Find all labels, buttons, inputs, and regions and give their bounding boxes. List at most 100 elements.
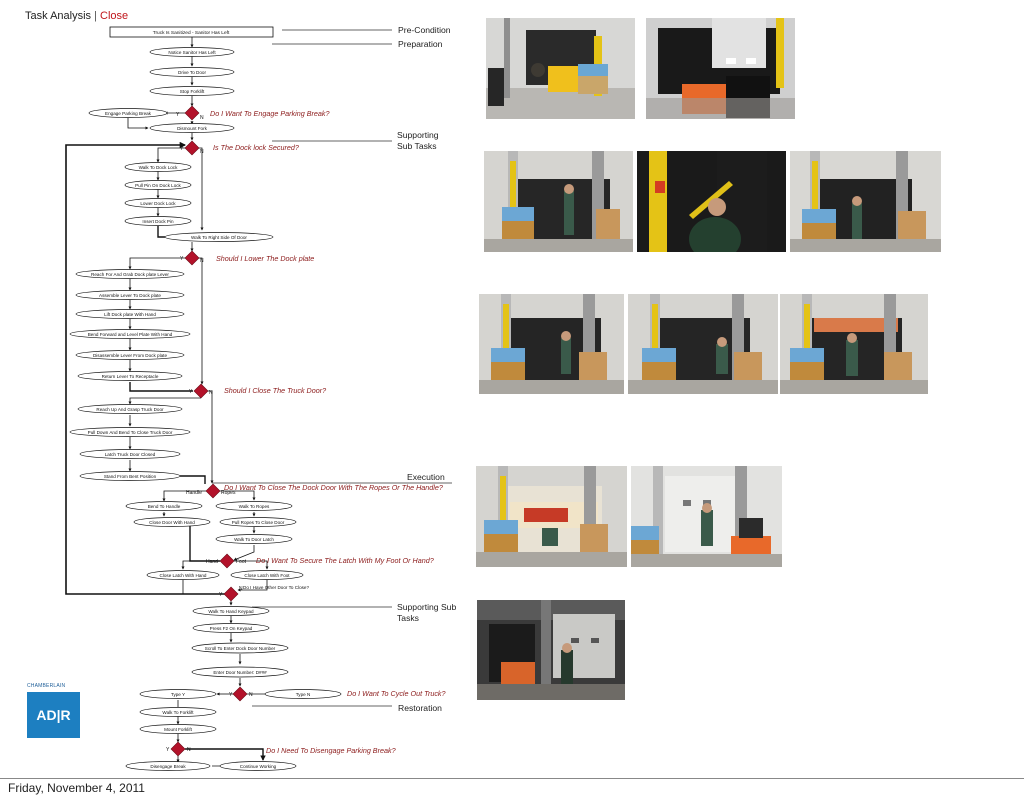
step-walk-to-ropes: [215, 501, 293, 511]
step-press-f2: [192, 623, 270, 633]
decision-cycle-out: [232, 686, 248, 702]
question-disengage-break: Do I Need To Disengage Parking Break?: [266, 746, 396, 755]
photo-worker-bending-jewel-truck: [476, 466, 627, 567]
svg-text:N: N: [187, 747, 191, 753]
title-separator: |: [94, 10, 97, 22]
step-stand-from-bent: [79, 471, 181, 481]
svg-text:Reach Up And Grasp Truck Door: Reach Up And Grasp Truck Door: [96, 407, 164, 412]
step-continue-working: [219, 761, 297, 771]
step-close-door-hand: [133, 517, 211, 527]
step-lift-plate: [75, 309, 185, 319]
photo-worker-at-dock-lock: [484, 151, 633, 252]
svg-text:Latch Truck Door Closed: Latch Truck Door Closed: [105, 452, 156, 457]
svg-text:N: N: [239, 586, 243, 592]
svg-text:Y: Y: [166, 747, 170, 753]
svg-text:Walk To Ropes: Walk To Ropes: [239, 504, 270, 509]
svg-text:Walk To Hand Keypad: Walk To Hand Keypad: [208, 609, 254, 614]
phase-supporting-2b: Tasks: [397, 613, 419, 623]
photo-worker-dock-plate-1: [479, 294, 624, 394]
decision-ropes-or-handle: [205, 483, 221, 499]
step-reach-truck-door: [77, 404, 183, 414]
svg-text:Type Y: Type Y: [171, 692, 185, 697]
question-foot-or-hand: Do I Want To Secure The Latch With My Fo…: [256, 556, 434, 565]
page-title: Task Analysis: [25, 10, 92, 22]
svg-text:Y: Y: [180, 146, 184, 152]
page-subtitle: Close: [100, 10, 129, 22]
svg-text:Y: Y: [176, 112, 180, 118]
phase-supporting-2a: Supporting Sub: [397, 602, 456, 612]
phase-supporting-1a: Supporting: [397, 130, 439, 140]
step-drive-to-door: [149, 67, 235, 77]
svg-text:Pull Down And Bend To Close Tr: Pull Down And Bend To Close Truck Door: [88, 430, 173, 435]
question-close-truck-door: Should I Close The Truck Door?: [224, 386, 326, 395]
step-walk-keypad: [192, 606, 270, 616]
decision-engage-parking: [184, 105, 200, 121]
photo-worker-walking: [790, 151, 941, 252]
step-assemble-lever: [75, 290, 185, 300]
svg-text:Y: Y: [229, 692, 233, 698]
svg-text:Notice Sanitor Has Left: Notice Sanitor Has Left: [168, 50, 216, 55]
step-type-y: [139, 689, 217, 699]
logo-brand: CHAMBERLAIN: [27, 683, 66, 689]
svg-text:Disassemble Lever From Dock pl: Disassemble Lever From Dock plate: [93, 353, 167, 358]
phase-preparation: Preparation: [398, 39, 443, 49]
step-pull-ropes: [219, 517, 297, 527]
step-walk-forklift: [139, 707, 217, 717]
logo-mark: AD|R: [27, 692, 80, 738]
svg-text:N: N: [200, 115, 204, 121]
svg-text:Close Latch With Hand: Close Latch With Hand: [160, 573, 207, 578]
phase-restoration: Restoration: [398, 703, 442, 713]
step-pull-pin: [124, 180, 192, 190]
svg-text:N: N: [249, 692, 253, 698]
photo-worker-dock-plate-2: [628, 294, 778, 394]
svg-text:N: N: [209, 390, 213, 396]
svg-text:Ropes: Ropes: [221, 490, 236, 496]
svg-text:Bend To Handle: Bend To Handle: [148, 504, 181, 509]
svg-text:Disengage Break: Disengage Break: [150, 764, 186, 769]
svg-text:Handle: Handle: [186, 490, 202, 496]
photo-worker-door-closed: [631, 466, 782, 567]
step-walk-dock-lock: [124, 162, 192, 172]
step-stop-forklift: [149, 86, 235, 96]
svg-text:Continue Working: Continue Working: [240, 764, 277, 769]
task-flowchart: Pre-Condition Preparation Supporting Sub…: [65, 25, 456, 771]
svg-text:Lift Dock plate With Hand: Lift Dock plate With Hand: [104, 312, 156, 317]
svg-text:Walk To Forklift: Walk To Forklift: [162, 710, 194, 715]
step-close-latch-foot: [230, 570, 304, 580]
svg-text:Bend Forward and Level Plate W: Bend Forward and Level Plate With Hand: [88, 332, 173, 337]
svg-text:Mount Forklift: Mount Forklift: [164, 727, 193, 732]
step-scroll-door-number: [191, 642, 289, 654]
svg-text:Insert Dock Pin: Insert Dock Pin: [142, 219, 174, 224]
photo-forklift-dark-dock: [646, 18, 795, 119]
decision-close-truck-door: [193, 383, 209, 399]
step-enter-door-number: [191, 666, 289, 678]
svg-text:Scroll To Enter Dock Door Numb: Scroll To Enter Dock Door Number: [205, 646, 276, 651]
step-walk-door-latch: [215, 534, 293, 544]
photo-worker-keypad-forklift: [477, 600, 625, 700]
step-walk-right-side: [164, 232, 274, 242]
svg-text:Type N: Type N: [296, 692, 311, 697]
step-mount-forklift: [139, 724, 217, 734]
question-lower-plate: Should I Lower The Dock plate: [216, 254, 314, 263]
svg-text:N: N: [200, 149, 204, 155]
start-condition: Truck Is Sanitized - Sanitor Has Left: [109, 26, 274, 38]
step-close-latch-hand: [146, 570, 220, 580]
question-engage-parking: Do I Want To Engage Parking Break?: [210, 109, 329, 118]
photo-worker-closeup-dark: [637, 151, 786, 252]
svg-text:Hand: Hand: [206, 559, 218, 565]
question-cycle-out: Do I Want To Cycle Out Truck?: [347, 689, 446, 698]
step-lower-dock-lock: [124, 198, 192, 208]
step-type-n: [264, 689, 342, 699]
svg-text:Reach For And Grab Dock plate: Reach For And Grab Dock plate Lever: [91, 272, 169, 277]
step-pull-down-door: [69, 427, 191, 437]
decision-dock-lock: [184, 140, 200, 156]
decision-other-door: [223, 586, 239, 602]
svg-text:Pull Pin On Dock Lock: Pull Pin On Dock Lock: [135, 183, 181, 188]
phase-supporting-1b: Sub Tasks: [397, 141, 437, 151]
question-dock-lock: Is The Dock lock Secured?: [213, 143, 299, 152]
svg-text:Y: Y: [189, 389, 193, 395]
svg-text:Close Latch With Foot: Close Latch With Foot: [244, 573, 290, 578]
svg-text:Pull Ropes To Close Door: Pull Ropes To Close Door: [232, 520, 285, 525]
svg-text:N: N: [200, 258, 204, 264]
svg-text:Stand From Bent Position: Stand From Bent Position: [104, 474, 157, 479]
